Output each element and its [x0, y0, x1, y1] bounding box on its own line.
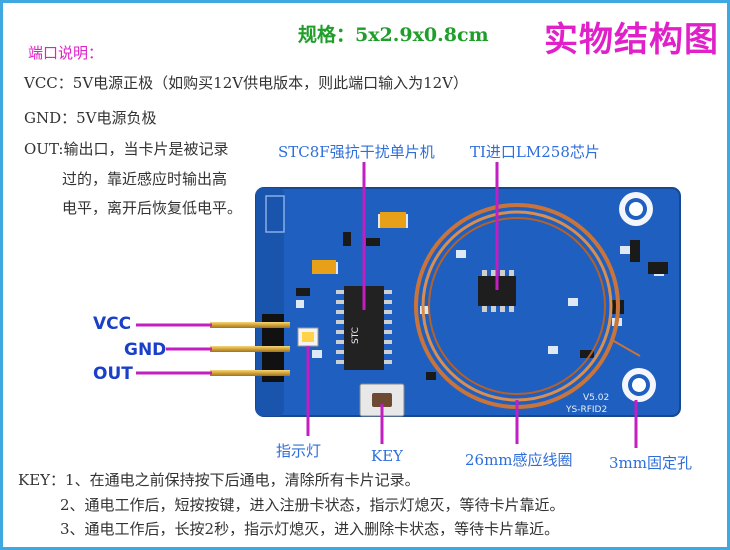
callout-led: 指示灯: [276, 442, 322, 460]
callout-mcu: STC8F强抗干扰单片机: [278, 143, 435, 161]
mcu-chip-marking: STC: [351, 327, 361, 344]
port-out-description-line1: OUT:输出口，当卡片是被记录: [24, 140, 229, 158]
key-note-2: 2、通电工作后，短按按键，进入注册卡状态，指示灯熄灭，等待卡片靠近。: [60, 496, 565, 514]
led-lens: [302, 332, 314, 342]
capacitor-tantalum-2: [312, 260, 336, 274]
coil-winding: [428, 217, 606, 395]
key-button-cap: [372, 393, 392, 407]
key-note-3: 3、通电工作后，长按2秒，指示灯熄灭，进入删除卡状态，等待卡片靠近。: [60, 520, 560, 538]
callout-key: KEY: [371, 447, 404, 465]
capacitor-tantalum-1: [380, 212, 406, 228]
board-model: YS-RFID2: [565, 405, 607, 415]
ports-heading: 端口说明：: [28, 44, 104, 62]
header-pins: [210, 314, 290, 382]
pin-label-out: OUT: [93, 364, 133, 384]
callout-coil: 26mm感应线圈: [465, 451, 573, 469]
callout-lm258: TI进口LM258芯片: [470, 143, 600, 161]
page-title: 实物结构图: [544, 20, 719, 60]
port-gnd-description: GND：5V电源负极: [24, 109, 157, 127]
board-version: V5.02: [583, 393, 609, 403]
smd-components: [296, 232, 668, 380]
mounting-hole-bottom: [622, 368, 656, 402]
port-out-description-line3: 电平，离开后恢复低电平。: [62, 199, 243, 217]
callout-mount-hole: 3mm固定孔: [609, 454, 692, 472]
port-out-description-line2: 过的，靠近感应时输出高: [62, 170, 228, 188]
coil-lead: [611, 339, 641, 357]
mounting-hole-top: [619, 192, 653, 226]
pin-label-gnd: GND: [124, 340, 167, 360]
spec-label: 规格：5x2.9x0.8cm: [298, 24, 489, 46]
pin-label-vcc: VCC: [93, 314, 132, 334]
port-vcc-description: VCC：5V电源正极（如购买12V供电版本，则此端口输入为12V）: [24, 74, 469, 92]
pin-vcc: [210, 322, 290, 328]
pin-gnd: [210, 346, 290, 352]
antenna-pad: [265, 195, 285, 233]
pin-out: [210, 370, 290, 376]
key-note-1: KEY：1、在通电之前保持按下后通电，清除所有卡片记录。: [18, 471, 420, 489]
